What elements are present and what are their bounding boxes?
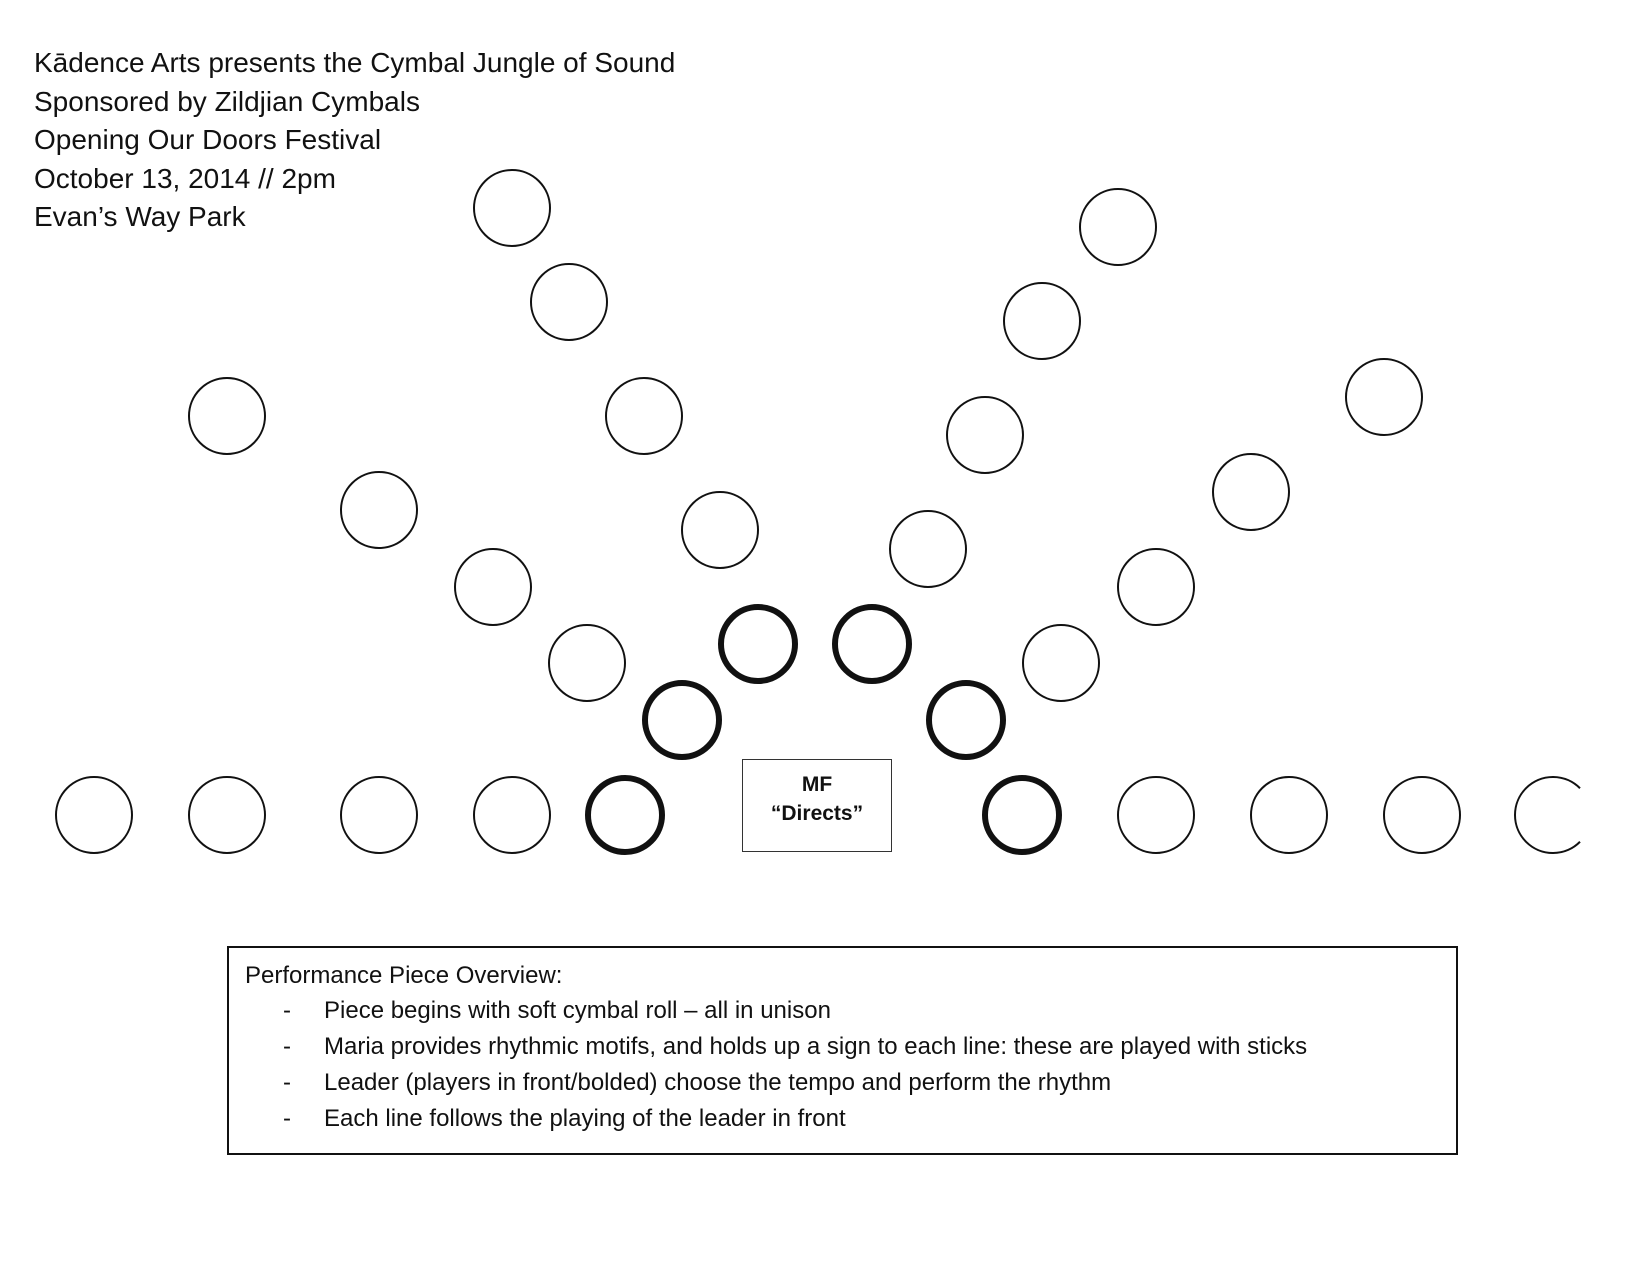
performance-overview-box: Performance Piece Overview: - Piece begin… xyxy=(227,946,1458,1155)
overview-item: - Each line follows the playing of the le… xyxy=(245,1101,1440,1137)
overview-item-text: Maria provides rhythmic motifs, and hold… xyxy=(324,1033,1308,1060)
player-circle-clipped xyxy=(1514,776,1581,854)
header-location: Evan’s Way Park xyxy=(34,201,246,232)
player-circle xyxy=(1383,776,1461,854)
player-circle xyxy=(55,776,133,854)
player-circle xyxy=(1345,358,1423,436)
header-date: October 13, 2014 // 2pm xyxy=(34,162,336,194)
director-role: “Directs” xyxy=(770,802,864,825)
leader-player-circle xyxy=(982,775,1062,855)
player-circle xyxy=(548,624,626,702)
list-dash: - xyxy=(283,997,291,1024)
overview-item: - Piece begins with soft cymbal roll – al… xyxy=(245,993,1440,1029)
player-circle xyxy=(1117,548,1195,626)
player-circle xyxy=(340,471,418,549)
player-circle xyxy=(188,377,266,455)
overview-title: Performance Piece Overview: xyxy=(245,962,563,989)
player-circle xyxy=(946,396,1024,474)
player-positions xyxy=(55,169,1581,855)
leader-player-circle xyxy=(585,775,665,855)
overview-list: - Piece begins with soft cymbal roll – al… xyxy=(245,993,1440,1137)
leader-player-circle xyxy=(642,680,722,760)
player-circle xyxy=(681,491,759,569)
player-circle xyxy=(188,776,266,854)
list-dash: - xyxy=(283,1069,291,1096)
player-circle xyxy=(1003,282,1081,360)
player-circle xyxy=(1079,188,1157,266)
player-circle xyxy=(454,548,532,626)
player-circle xyxy=(889,510,967,588)
player-circle xyxy=(340,776,418,854)
director-initials: MF xyxy=(801,773,833,796)
event-header: Kādence Arts presents the Cymbal Jungle … xyxy=(34,44,675,237)
overview-item-text: Each line follows the playing of the lea… xyxy=(324,1105,846,1132)
header-festival: Opening Our Doors Festival xyxy=(34,124,382,155)
player-circle xyxy=(530,263,608,341)
player-circle xyxy=(1212,453,1290,531)
overview-item: - Maria provides rhythmic motifs, and hol… xyxy=(245,1029,1440,1065)
overview-item-text: Leader (players in front/bolded) choose … xyxy=(324,1069,1112,1096)
header-title: Kādence Arts presents the Cymbal Jungle … xyxy=(34,47,676,78)
leader-player-circle xyxy=(832,604,912,684)
director-box: MF “Directs” xyxy=(742,759,892,852)
list-dash: - xyxy=(283,1105,291,1132)
player-circle xyxy=(473,169,551,247)
player-circle xyxy=(1117,776,1195,854)
leader-player-circle xyxy=(926,680,1006,760)
player-circle xyxy=(605,377,683,455)
list-dash: - xyxy=(283,1033,291,1060)
header-sponsor: Sponsored by Zildjian Cymbals xyxy=(34,85,420,117)
leader-player-circle xyxy=(718,604,798,684)
overview-item: - Leader (players in front/bolded) choose… xyxy=(245,1065,1440,1101)
player-circle xyxy=(473,776,551,854)
player-circle xyxy=(1022,624,1100,702)
player-circle xyxy=(1250,776,1328,854)
overview-item-text: Piece begins with soft cymbal roll – all… xyxy=(324,997,831,1024)
